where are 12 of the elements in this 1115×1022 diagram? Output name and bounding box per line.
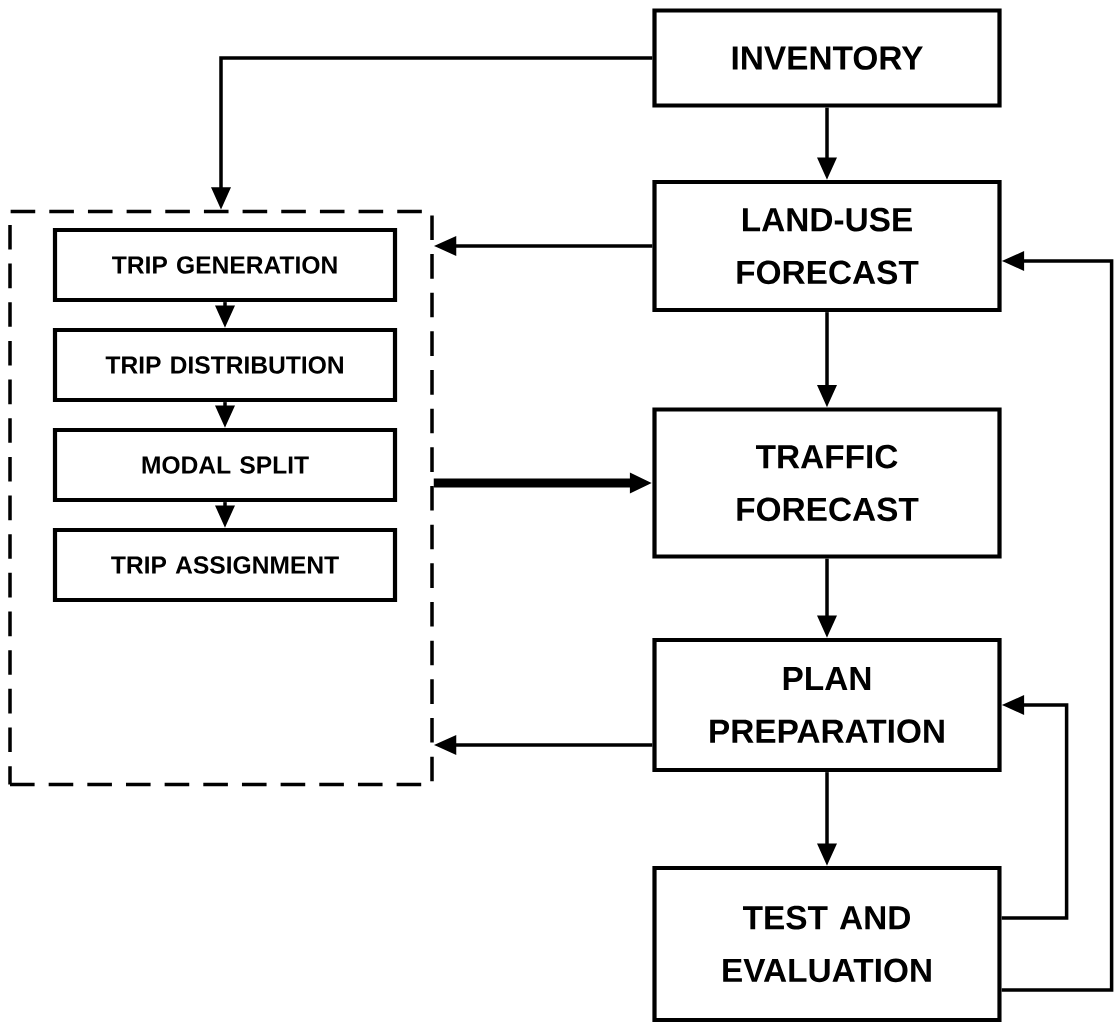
flow-box: MODAL SPLIT	[52, 427, 398, 503]
flow-box: TRIP ASSIGNMENT	[52, 527, 398, 603]
flow-box: TRIP DISTRIBUTION	[52, 327, 398, 403]
dashed-group-box	[8, 209, 434, 787]
flow-box: PLAN PREPARATION	[652, 637, 1002, 773]
flow-box: TRAFFIC FORECAST	[652, 407, 1002, 559]
flow-box: INVENTORY	[652, 8, 1002, 108]
flow-box: TRIP GENERATION	[52, 227, 398, 303]
flow-box: LAND-USE FORECAST	[652, 179, 1002, 313]
arrow	[1001, 251, 1114, 992]
arrow	[1001, 695, 1069, 920]
flow-box: TEST AND EVALUATION	[652, 865, 1002, 1022]
